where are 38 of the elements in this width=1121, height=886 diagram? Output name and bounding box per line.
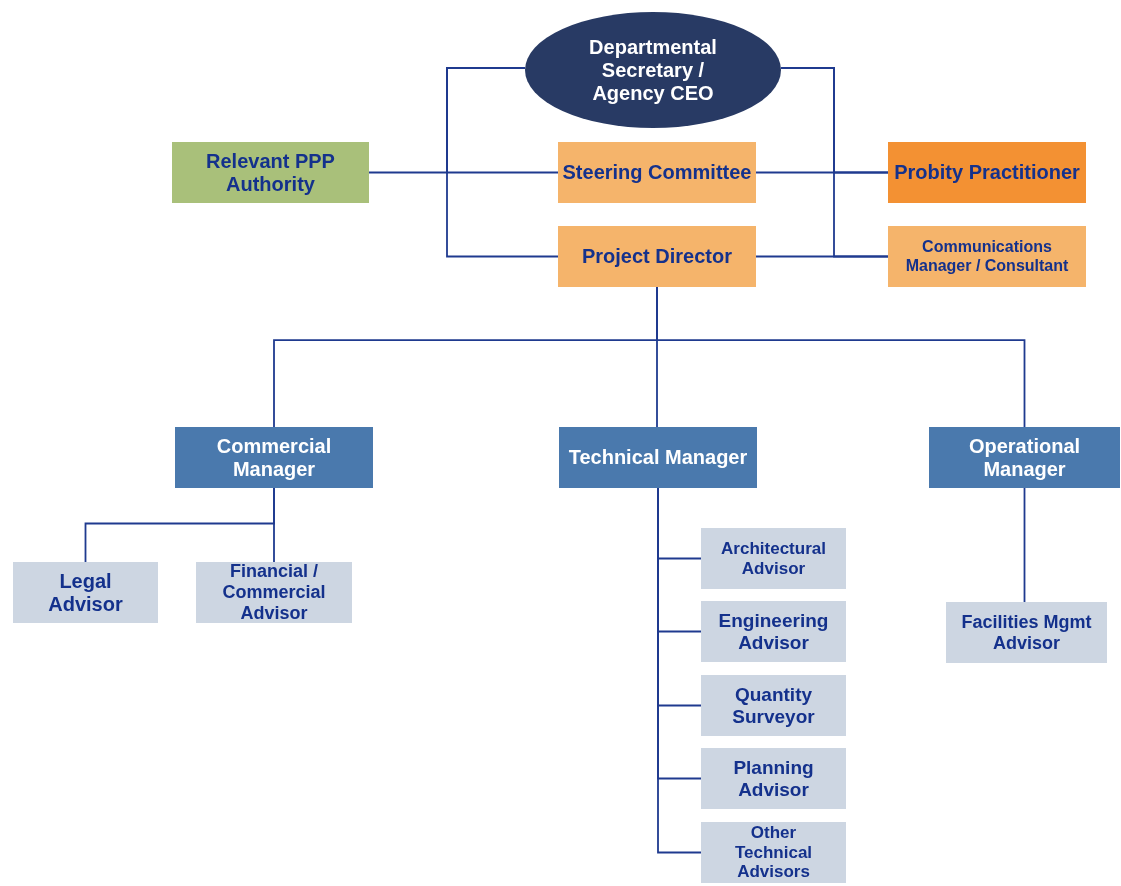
advisor-box: [701, 822, 846, 883]
role-title: Project Director: [581, 245, 733, 268]
manager-box: [929, 427, 1120, 488]
role-title: Departmental Secretary / Agency CEO: [588, 35, 718, 105]
role-title: Other Technical Advisors: [733, 823, 814, 882]
role-title: Probity Practitioner: [894, 161, 1080, 184]
role-title: Planning Advisor: [732, 756, 815, 801]
committee-box: [558, 142, 756, 203]
connector-line: [1023, 487, 1026, 603]
manager-box: [175, 427, 373, 488]
advisor-box: [701, 601, 846, 662]
manager-box: [559, 427, 757, 488]
role-box: [888, 226, 1086, 287]
role-title: Legal Advisor: [47, 569, 124, 616]
role-title: Technical Manager: [568, 446, 748, 469]
advisor-box: [13, 562, 158, 623]
connector-line: [446, 67, 559, 258]
connector-line: [755, 171, 889, 174]
role-title: Communications Manager / Consultant: [904, 238, 1070, 275]
role-title: Quantity Surveyor: [731, 683, 816, 728]
role-title: Financial / Commercial Advisor: [221, 561, 327, 624]
advisor-box: [701, 675, 846, 736]
advisor-box: [701, 528, 846, 589]
role-title: Commercial Manager: [215, 434, 333, 481]
role-box: [888, 142, 1086, 203]
advisor-box: [946, 602, 1107, 663]
connector-line: [273, 487, 275, 563]
role-title: Architectural Advisor: [720, 538, 827, 579]
role-box: [558, 226, 756, 287]
role-title: Engineering Advisor: [717, 609, 830, 654]
connector-line: [755, 255, 889, 258]
role-title: Steering Committee: [562, 161, 752, 184]
advisor-box: [701, 748, 846, 809]
role-title: Relevant PPP Authority: [205, 149, 336, 196]
advisor-box: [196, 562, 352, 623]
authority-box: [172, 142, 369, 203]
role-title: Facilities Mgmt Advisor: [960, 611, 1093, 654]
role-title: Operational Manager: [967, 434, 1082, 481]
